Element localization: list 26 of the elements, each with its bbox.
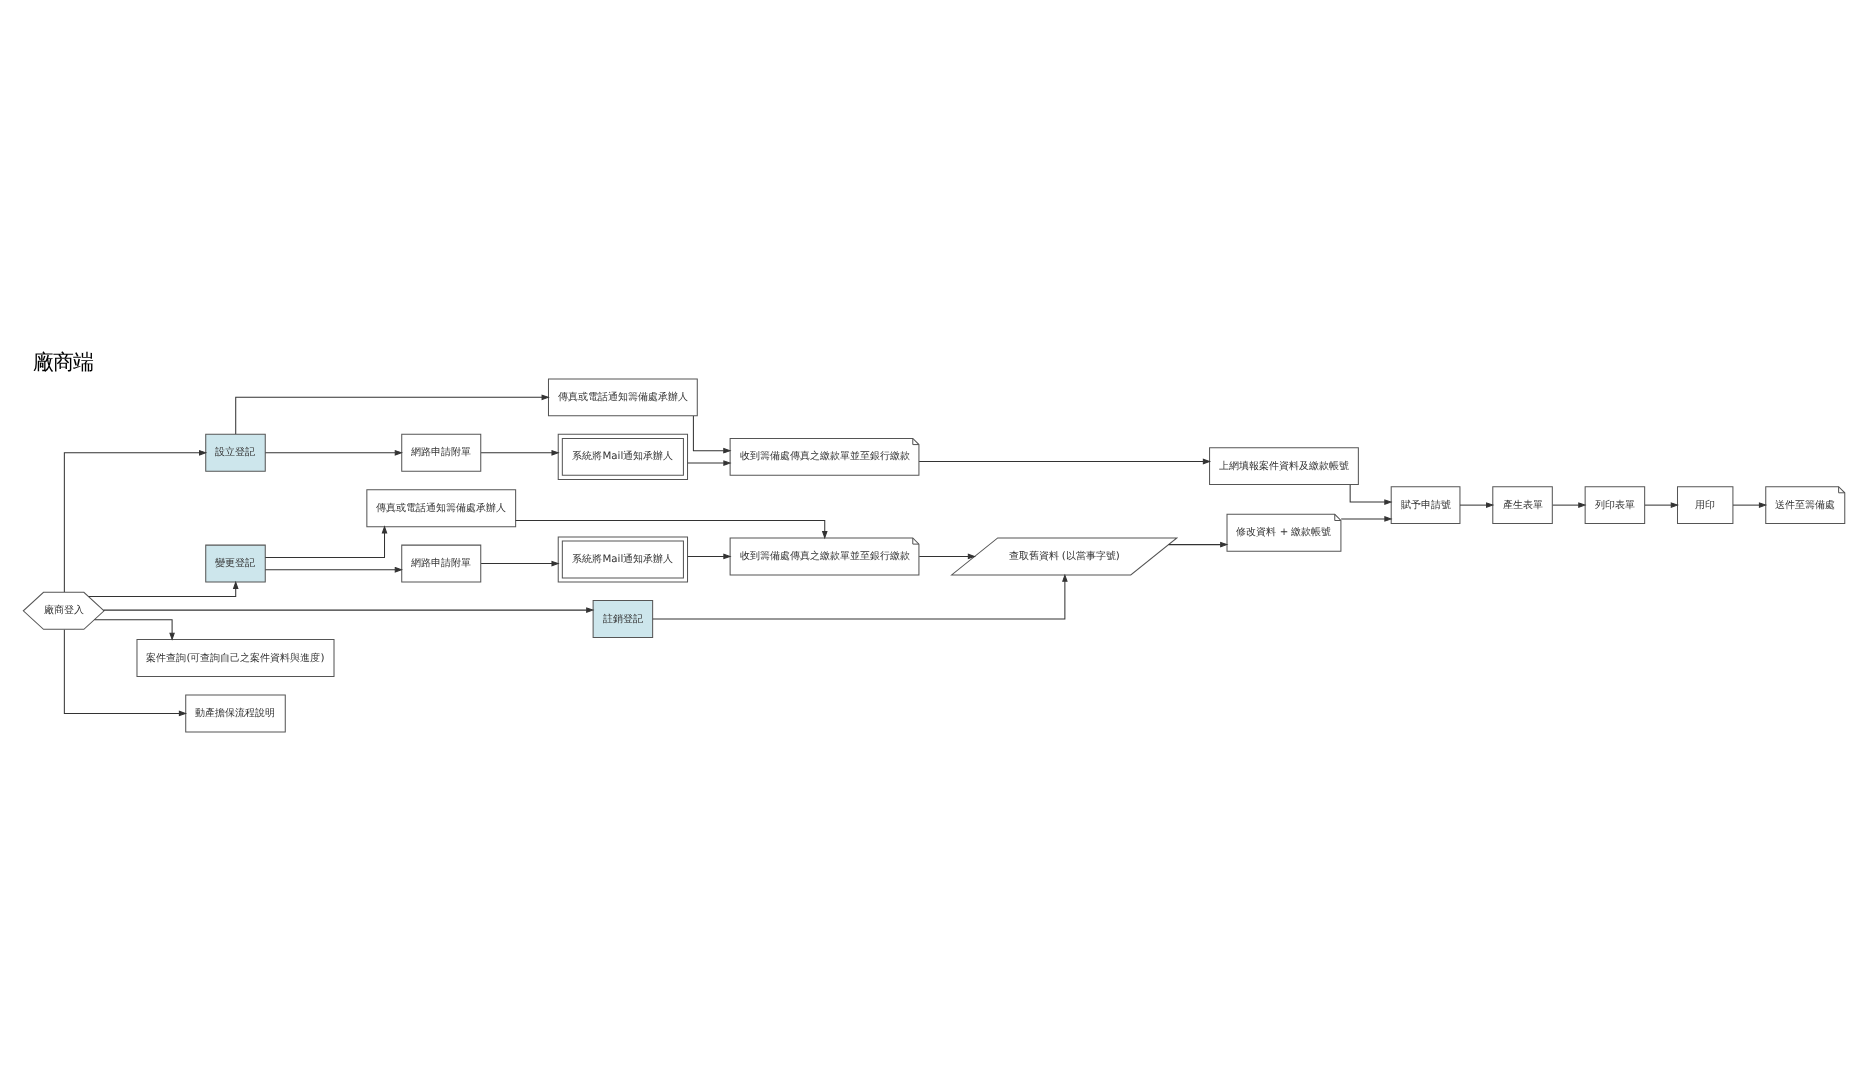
- arrow: [692, 415, 732, 454]
- arrow: [235, 394, 550, 435]
- arrow: [1732, 502, 1768, 508]
- arrow: [480, 560, 560, 567]
- arrow: [93, 619, 175, 641]
- arrow: [652, 573, 1068, 620]
- arrow: [264, 449, 403, 456]
- arrow: [1459, 502, 1495, 508]
- arrow: [88, 580, 239, 597]
- arrow: [264, 525, 388, 558]
- arrow: [480, 449, 560, 456]
- arrow: [102, 607, 595, 613]
- arrow: [918, 458, 1212, 465]
- arrow: [1552, 502, 1587, 508]
- arrow: [1340, 516, 1393, 522]
- arrow: [918, 553, 977, 560]
- arrow: [63, 449, 208, 593]
- arrow: [687, 460, 732, 466]
- arrow: [264, 566, 403, 573]
- arrow: [687, 553, 732, 560]
- diagram-title: 廠商端: [32, 350, 93, 375]
- arrow: [1644, 502, 1679, 508]
- arrow: [1168, 541, 1229, 548]
- arrow: [1349, 484, 1393, 505]
- arrow: [63, 629, 188, 717]
- arrow: [515, 520, 828, 540]
